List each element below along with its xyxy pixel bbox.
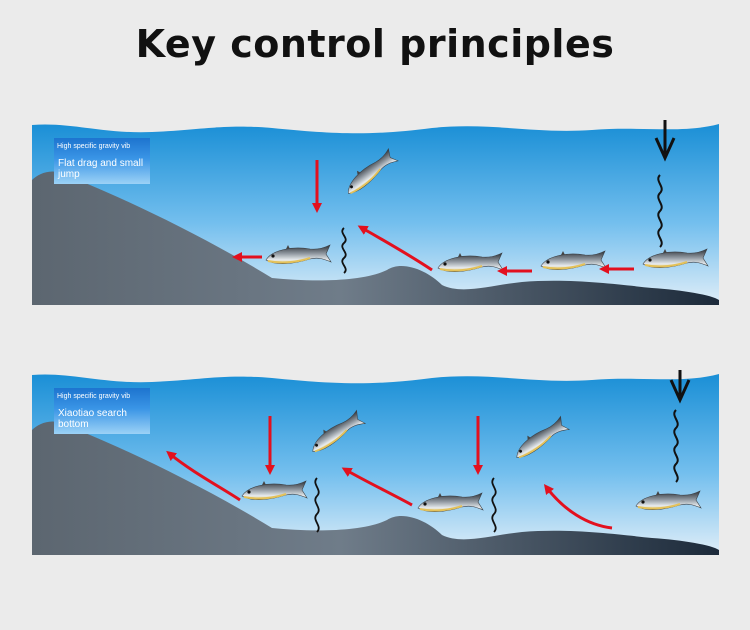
diagram-illustration bbox=[32, 370, 719, 555]
wavy-line-icon bbox=[314, 477, 320, 533]
panel-label-box: High specific gravity vib Xiaotiao searc… bbox=[54, 388, 150, 434]
wavy-line-icon bbox=[341, 227, 347, 274]
black-arrow-head-icon bbox=[669, 379, 691, 404]
panel-label: Xiaotiao search bottom bbox=[58, 408, 127, 430]
red-curved-arrow-icon bbox=[357, 225, 433, 272]
red-curved-arrow-icon bbox=[543, 484, 613, 530]
diagram-panel-xiaotiao-search: High specific gravity vib Xiaotiao searc… bbox=[32, 370, 719, 555]
panel-subtitle: High specific gravity vib bbox=[57, 393, 131, 400]
red-curved-arrow-icon bbox=[341, 467, 413, 507]
wavy-line-icon bbox=[657, 174, 663, 248]
seabed bbox=[32, 171, 719, 305]
wavy-line-icon bbox=[673, 409, 679, 483]
diagram-panel-flat-drag: High specific gravity vib Flat drag and … bbox=[32, 120, 719, 305]
black-arrow-head-icon bbox=[654, 137, 676, 162]
seabed bbox=[32, 421, 719, 555]
panel-label: Flat drag and small jump bbox=[58, 158, 144, 180]
wavy-line-icon bbox=[491, 477, 497, 533]
panel-subtitle: High specific gravity vib bbox=[57, 143, 131, 150]
red-curved-arrow-icon bbox=[166, 450, 241, 502]
diagram-illustration bbox=[32, 120, 719, 305]
panel-label-box: High specific gravity vib Flat drag and … bbox=[54, 138, 150, 184]
page-title: Key control principles bbox=[135, 22, 615, 66]
